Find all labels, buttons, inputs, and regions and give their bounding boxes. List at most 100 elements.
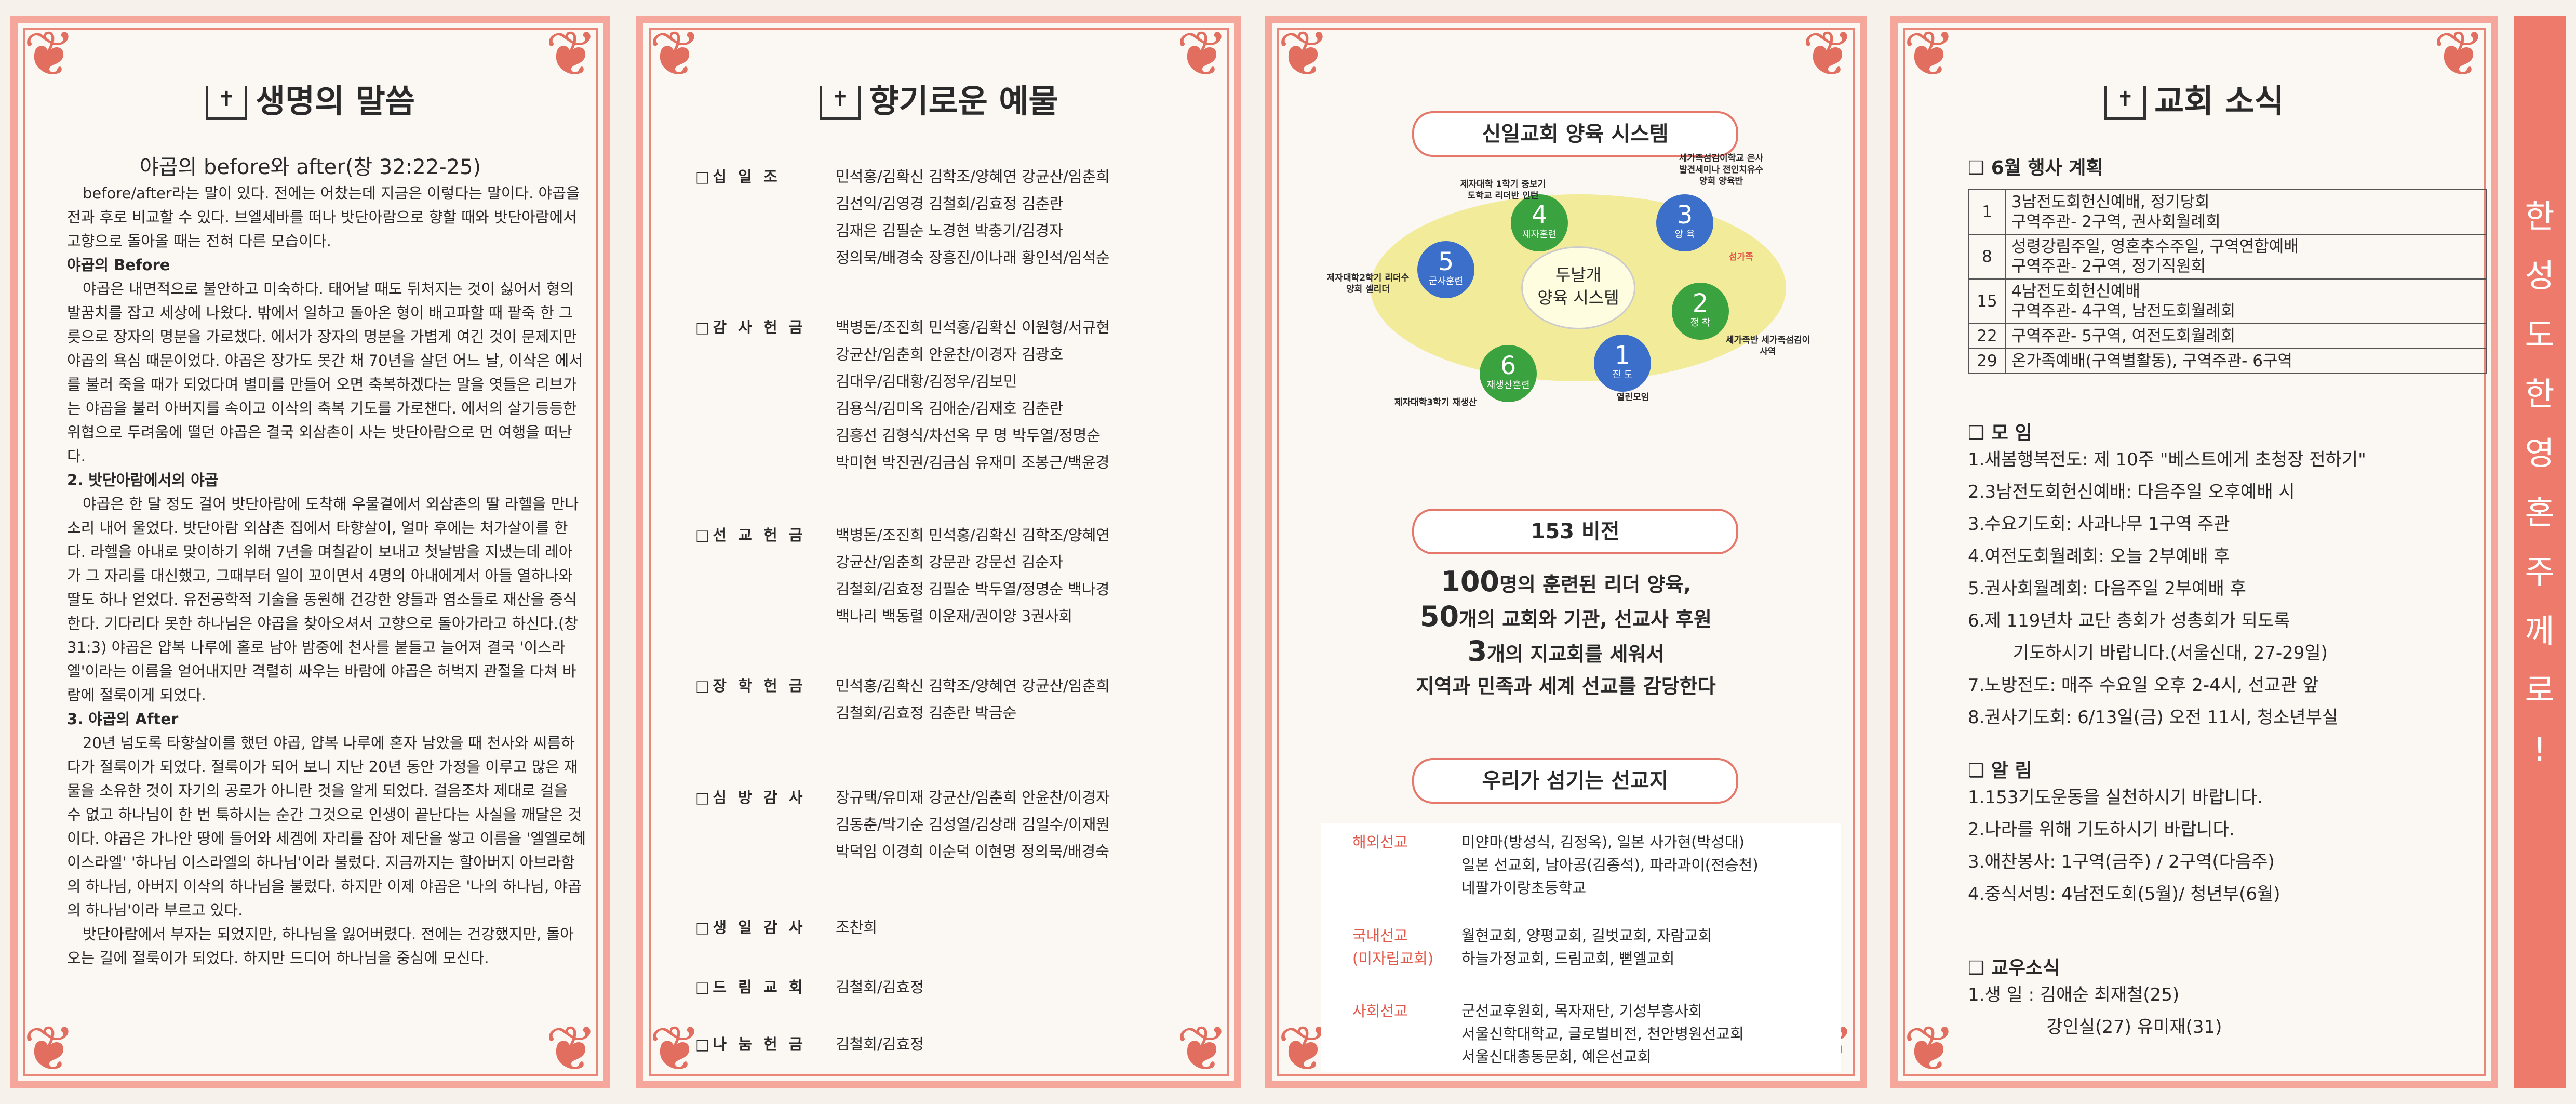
offering-name-line: 김용식/김미옥 김애순/김재호 김춘란 (836, 400, 1064, 417)
mission-line: 네팔가이랑초등학교 (1461, 879, 1587, 897)
events-title: ❑ 6월 행사 계획 (1968, 157, 2103, 179)
offering-row: □나 눔 헌 금 김철회/김효정 (695, 1031, 1215, 1058)
ring-label: 섬가족 (1729, 252, 1753, 262)
offering-name-line: 김선익/김영경 김철회/김효정 김춘란 (836, 195, 1064, 212)
mission-lines: 미얀마(방성식, 김정옥), 일본 사가현(박성대)일본 선교회, 남아공(김종… (1461, 831, 1856, 899)
section-heading: 야곱의 Before (67, 256, 170, 274)
cross-book-icon: ✝ (206, 86, 248, 121)
mission-label: 국내선교 (미자립교회) (1352, 927, 1434, 967)
notice-item: 2.나라를 위해 기도하시기 바랍니다. (1968, 819, 2235, 840)
panel-title: ✝교회 소식 (1898, 75, 2491, 122)
node-note: 제자대학3학기 재생산 (1394, 397, 1477, 408)
node-label: 정 착 (1690, 317, 1711, 328)
vision-line: 100명의 훈련된 리더 양육, (1272, 566, 1860, 601)
vision-text-part: 개의 교회와 기관, 선교사 후원 (1459, 608, 1712, 631)
offering-name-line: 강균산/임춘희 안윤찬/이경자 김광호 (836, 345, 1064, 363)
meetings-list: 1.새봄행복전도: 제 10주 "베스트에게 초청장 전하기" 2.3남전도회헌신… (1968, 444, 2487, 734)
notices-list: 1.153기도운동을 실천하시기 바랍니다. 2.나라를 위해 기도하시기 바랍니… (1968, 781, 2487, 910)
node-number: 6 (1500, 351, 1517, 380)
offering-label: □드 림 교 회 (695, 978, 806, 996)
meeting-item: 2.3남전도회헌신예배: 다음주일 오후예배 시 (1968, 482, 2295, 502)
section-heading: 2. 밧단아람에서의 야곱 (67, 471, 219, 489)
slogan-char: 혼 (2525, 494, 2555, 531)
meeting-item: 1.새봄행복전도: 제 10주 "베스트에게 초청장 전하기" (1968, 449, 2366, 470)
notice-item: 3.애찬봉사: 1구역(금주) / 2구역(다음주) (1968, 852, 2275, 872)
vision-text-part: 명의 훈련된 리더 양육, (1499, 573, 1691, 596)
slogan-char: ! (2533, 730, 2546, 768)
offering-label: □나 눔 헌 금 (695, 1035, 806, 1053)
meetings-title: ❑ 모 임 (1968, 422, 2032, 444)
notice-item: 1.153기도운동을 실천하시기 바랍니다. (1968, 787, 2263, 808)
ornament-icon: ❦ (649, 1013, 702, 1085)
node-note: 세가족섬김이학교 은사발견세미나 전인치유수양회 양육반 (1679, 153, 1764, 187)
mission-line: 월현교회, 양평교회, 길벗교회, 자람교회 (1461, 927, 1712, 945)
event-desc: 구역주관- 5구역, 여전도회월례회 (2005, 323, 2487, 349)
ornament-icon: ❦ (1176, 18, 1229, 90)
sermon-paragraph: 밧단아람에서 부자는 되었지만, 하나님을 잃어버렸다. 전에는 건강했지만, … (67, 925, 574, 967)
vision-line: 50개의 교회와 기관, 선교사 후원 (1272, 601, 1860, 635)
meeting-item: 6.제 119년차 교단 총회가 성총회가 되도록 (1968, 610, 2290, 631)
ornament-icon: ❦ (1802, 18, 1855, 90)
offering-name-line: 민석홍/김확신 김학조/양혜연 강균산/임춘희 (836, 677, 1110, 695)
offering-name-line: 김대우/김대황/김정우/김보민 (836, 373, 1017, 390)
meeting-item: 3.수요기도회: 사과나무 1구역 주관 (1968, 514, 2230, 535)
node-label: 진 도 (1612, 369, 1633, 380)
sermon-paragraph: before/after라는 말이 있다. 전에는 어찼는데 지금은 이렇다는 … (67, 184, 580, 250)
offering-label: □십 일 조 (695, 168, 781, 185)
meeting-item: 8.권사기도회: 6/13일(금) 오전 11시, 청소년부실 (1968, 707, 2339, 728)
node-number: 4 (1531, 201, 1548, 230)
offering-name-line: 박덕임 이경희 이순덕 이현명 정의묵/배경숙 (836, 843, 1109, 860)
vision-line: 3개의 지교회를 세워서 (1272, 635, 1860, 670)
event-line: 구역주관- 2구역, 권사회월례회 (2011, 212, 2221, 231)
event-day: 1 (1968, 189, 2006, 235)
panel-title: ✝향기로운 예물 (643, 75, 1234, 122)
slogan-char: 한 (2525, 197, 2555, 235)
vision-number: 50 (1419, 600, 1459, 633)
vision-text-part: 지역과 민족과 세계 선교를 감당한다 (1416, 675, 1716, 698)
node-label: 재생산훈련 (1486, 380, 1530, 391)
sermon-subtitle: 야곱의 before와 after(창 32:22-25) (139, 155, 481, 179)
panel-word-of-life: ❦ ❦ ❦ ❦ ✝생명의 말씀 야곱의 before와 after(창 32:2… (10, 16, 610, 1088)
slogan-char: 주 (2525, 553, 2555, 591)
sermon-paragraph: 야곱은 한 달 정도 걸어 밧단아람에 도착해 우물곁에서 외삼촌의 딸 라헬을… (67, 495, 579, 704)
offering-name-line: 정의묵/배경숙 장흥진/이나래 황인석/임석순 (836, 249, 1110, 267)
offering-name-line: 김철회/김효정 (836, 978, 924, 996)
offering-name-line: 박미현 박진권/김금심 유재미 조봉근/백윤경 (836, 454, 1110, 471)
node-note: 제자대학2학기 리더수양회 셀리더 (1326, 273, 1410, 295)
event-line: 4남전도회헌신예배 (2011, 282, 2140, 301)
meeting-item: 4.여전도회월례회: 오늘 2부예배 후 (1968, 546, 2230, 567)
offering-name-line: 김철회/김효정 김춘란 박금순 (836, 704, 1017, 722)
event-desc: 온가족예배(구역별활동), 구역주관- 6구역 (2005, 348, 2487, 374)
system-center: 두날개 양육 시스템 (1521, 246, 1635, 329)
mission-line: 일본 선교회, 남아공(김종석), 파라과이(전승천) (1461, 856, 1759, 874)
mission-line: 서울신학대학교, 글로벌비전, 천안병원선교회 (1461, 1025, 1744, 1043)
ornament-icon: ❦ (649, 18, 702, 90)
offering-name-line: 강균산/임춘희 강문관 강문선 김순자 (836, 553, 1063, 571)
vision-number: 3 (1467, 635, 1487, 668)
panel-title: ✝생명의 말씀 (18, 75, 603, 122)
ornament-icon: ❦ (23, 18, 76, 90)
ornament-icon: ❦ (23, 1013, 76, 1085)
meeting-item: 7.노방전도: 매주 수요일 오후 2-4시, 선교관 앞 (1968, 675, 2319, 696)
meeting-item: 5.권사회월례회: 다음주일 2부예배 후 (1968, 578, 2246, 599)
sermon-body: before/after라는 말이 있다. 전에는 어찼는데 지금은 이렇다는 … (67, 181, 586, 970)
offering-names: 김철회/김효정 (836, 1031, 1215, 1058)
mission-label: 사회선교 (1352, 1002, 1408, 1020)
offering-name-line: 김동춘/박기순 김성열/김상래 김일수/이재원 (836, 816, 1110, 833)
